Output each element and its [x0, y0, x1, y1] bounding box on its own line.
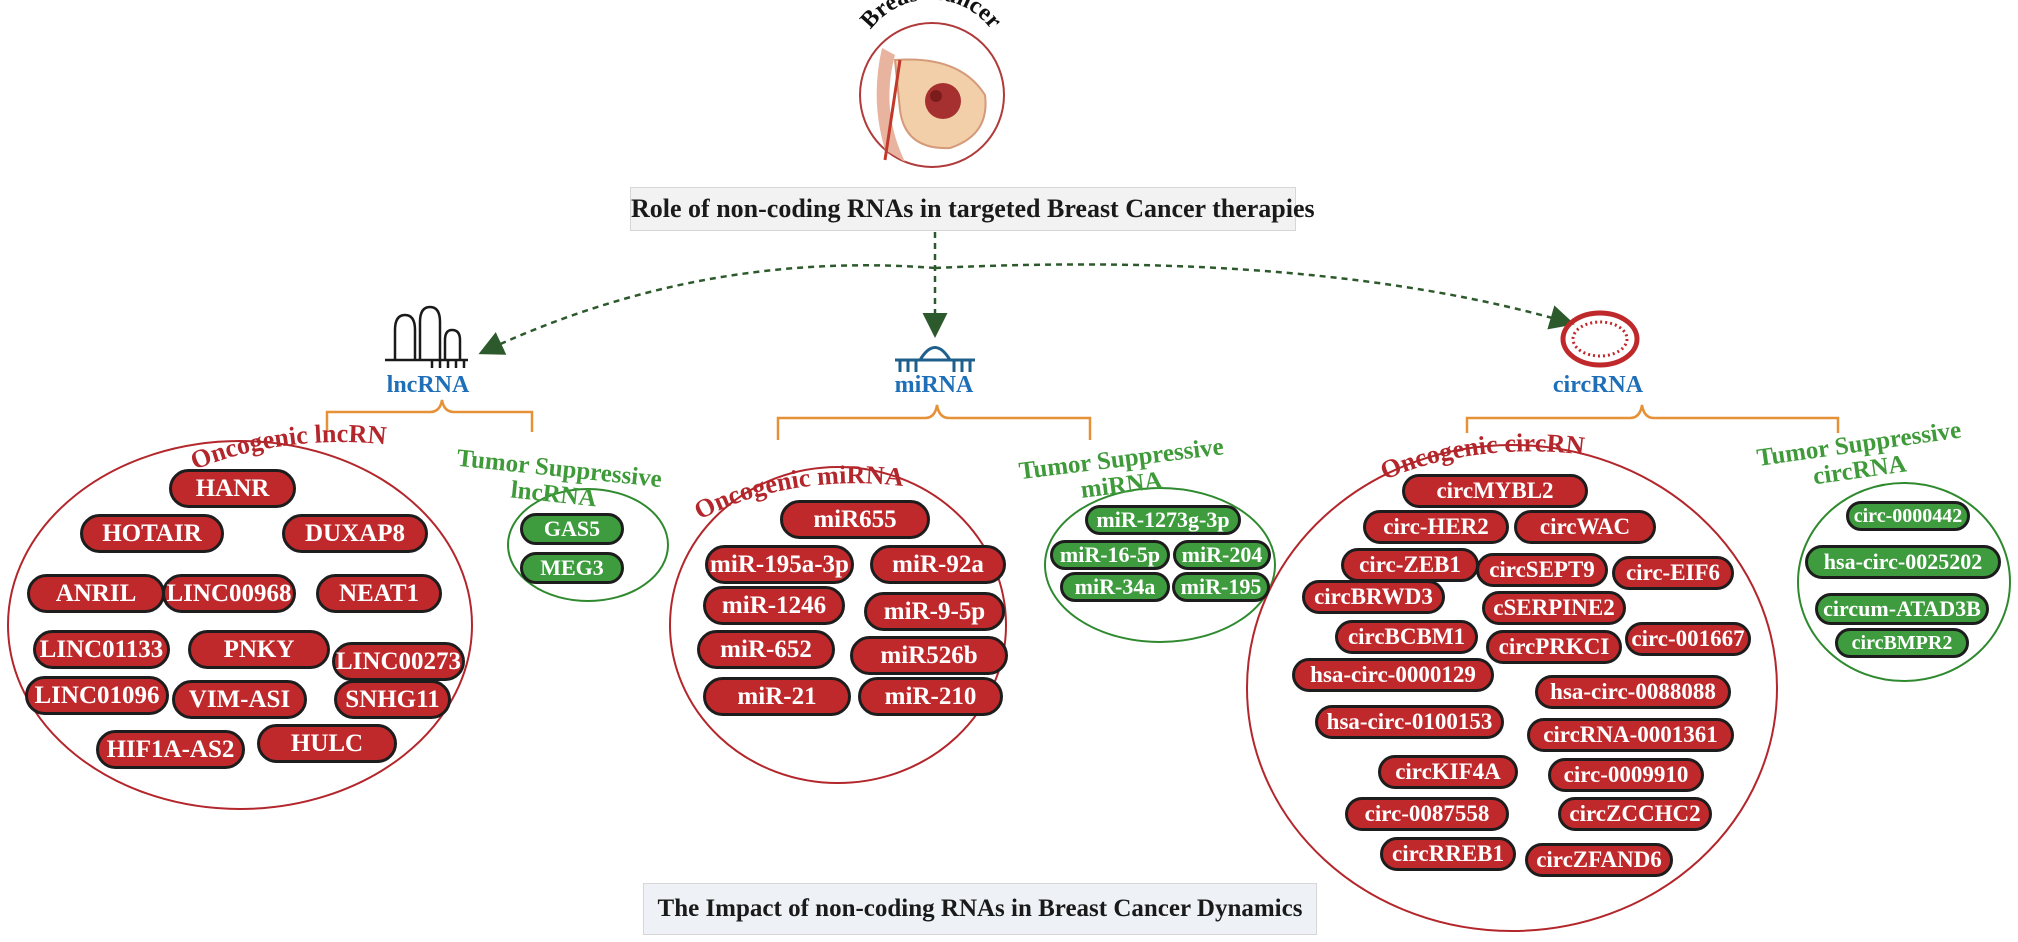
pill-oncogenic-circrna: circBRWD3: [1302, 580, 1445, 614]
pill-oncogenic-circrna: circBCBM1: [1335, 620, 1478, 654]
pill-suppressive-mirna: miR-195: [1172, 572, 1270, 602]
suppressive-mirna-ellipse: [1044, 487, 1276, 643]
pill-oncogenic-lncrna: DUXAP8: [282, 514, 428, 553]
pill-oncogenic-circrna: circ-EIF6: [1612, 556, 1734, 590]
pill-oncogenic-lncrna: LINC00968: [162, 574, 296, 613]
pill-oncogenic-mirna: miR-1246: [703, 586, 845, 625]
pill-oncogenic-circrna: circZCCHC2: [1558, 797, 1712, 831]
pill-oncogenic-circrna: circ-ZEB1: [1341, 548, 1479, 582]
oncogenic-lncrna-ellipse: [7, 440, 473, 810]
lncrna-category-label: lncRNA: [386, 372, 470, 398]
pill-oncogenic-circrna: circSEPT9: [1476, 553, 1608, 587]
pill-oncogenic-lncrna: HOTAIR: [80, 514, 224, 553]
oncogenic-lncrna-label: Oncogenic lncRNA: [0, 0, 388, 475]
suppressive-lncrna-ellipse: [507, 488, 669, 602]
pill-suppressive-mirna: miR-204: [1173, 540, 1271, 570]
pill-oncogenic-circrna: circKIF4A: [1378, 755, 1518, 789]
pill-oncogenic-circrna: circRNA-0001361: [1527, 718, 1734, 752]
pill-suppressive-lncrna: GAS5: [520, 513, 624, 545]
pill-oncogenic-circrna: circRREB1: [1380, 837, 1516, 871]
pill-oncogenic-circrna: circ-0009910: [1548, 758, 1704, 792]
pill-suppressive-circrna: hsa-circ-0025202: [1805, 545, 2001, 579]
pill-suppressive-circrna: circum-ATAD3B: [1815, 593, 1989, 625]
pill-oncogenic-lncrna: ANRIL: [27, 574, 165, 613]
pill-oncogenic-circrna: circPRKCI: [1486, 630, 1622, 664]
pill-oncogenic-lncrna: LINC01133: [33, 630, 170, 669]
pill-suppressive-mirna: miR-34a: [1060, 572, 1170, 602]
pill-oncogenic-mirna: miR526b: [850, 636, 1008, 675]
arrows: [478, 232, 1575, 355]
pill-oncogenic-lncrna: LINC00273: [332, 642, 465, 681]
brackets: [325, 399, 1840, 440]
pill-oncogenic-mirna: miR-9-5p: [864, 592, 1005, 631]
pill-oncogenic-mirna: miR655: [780, 500, 930, 539]
pill-oncogenic-mirna: miR-21: [703, 677, 851, 716]
pill-oncogenic-circrna: hsa-circ-0100153: [1315, 705, 1504, 739]
pill-oncogenic-lncrna: SNHG11: [334, 680, 451, 719]
pill-oncogenic-lncrna: PNKY: [188, 630, 330, 669]
pill-oncogenic-lncrna: NEAT1: [316, 574, 442, 613]
pill-oncogenic-lncrna: LINC01096: [25, 676, 169, 715]
bottom-title: The Impact of non-coding RNAs in Breast …: [643, 883, 1317, 935]
pill-oncogenic-circrna: circ-HER2: [1363, 510, 1509, 544]
pill-suppressive-lncrna: MEG3: [520, 552, 624, 584]
pill-suppressive-mirna: miR-16-5p: [1050, 540, 1170, 570]
svg-text:Oncogenic lncRNA: Oncogenic lncRNA: [0, 0, 388, 475]
pill-oncogenic-circrna: hsa-circ-0000129: [1292, 658, 1494, 692]
pill-oncogenic-circrna: circZFAND6: [1525, 843, 1673, 877]
pill-oncogenic-circrna: cSERPINE2: [1482, 591, 1626, 625]
top-title: Role of non-coding RNAs in targeted Brea…: [630, 187, 1315, 231]
pill-suppressive-circrna: circBMPR2: [1835, 628, 1969, 658]
pill-oncogenic-circrna: circ-001667: [1625, 622, 1751, 656]
pill-oncogenic-circrna: circMYBL2: [1402, 474, 1588, 508]
pill-suppressive-circrna: circ-0000442: [1846, 501, 1970, 531]
circrna-icon: [1560, 310, 1640, 368]
mirna-icon: [895, 346, 975, 372]
mirna-category-label: miRNA: [894, 372, 974, 398]
pill-oncogenic-circrna: circWAC: [1514, 510, 1656, 544]
circrna-category-label: circRNA: [1552, 372, 1644, 398]
pill-oncogenic-mirna: miR-195a-3p: [705, 545, 854, 584]
breast-cancer-icon: [859, 22, 1005, 168]
pill-oncogenic-circrna: circ-0087558: [1345, 797, 1509, 831]
svg-text:Oncogenic circRNA: Oncogenic circRNA: [0, 0, 1586, 485]
pill-oncogenic-lncrna: HANR: [169, 469, 296, 508]
pill-oncogenic-mirna: miR-92a: [870, 545, 1006, 584]
pill-oncogenic-mirna: miR-652: [697, 630, 835, 669]
oncogenic-circrna-label: Oncogenic circRNA: [0, 0, 1586, 485]
pill-oncogenic-mirna: miR-210: [858, 677, 1003, 716]
pill-oncogenic-lncrna: VIM-ASI: [172, 680, 307, 719]
oncogenic-mirna-ellipse: [669, 466, 1007, 784]
oncogenic-circrna-ellipse: [1246, 444, 1778, 932]
pill-oncogenic-lncrna: HIF1A-AS2: [96, 730, 245, 769]
pill-suppressive-mirna: miR-1273g-3p: [1085, 505, 1241, 535]
pill-oncogenic-lncrna: HULC: [257, 724, 397, 763]
pill-oncogenic-circrna: hsa-circ-0088088: [1535, 675, 1731, 709]
lncrna-icon: [385, 305, 468, 368]
suppressive-circrna-ellipse: [1797, 482, 2011, 682]
